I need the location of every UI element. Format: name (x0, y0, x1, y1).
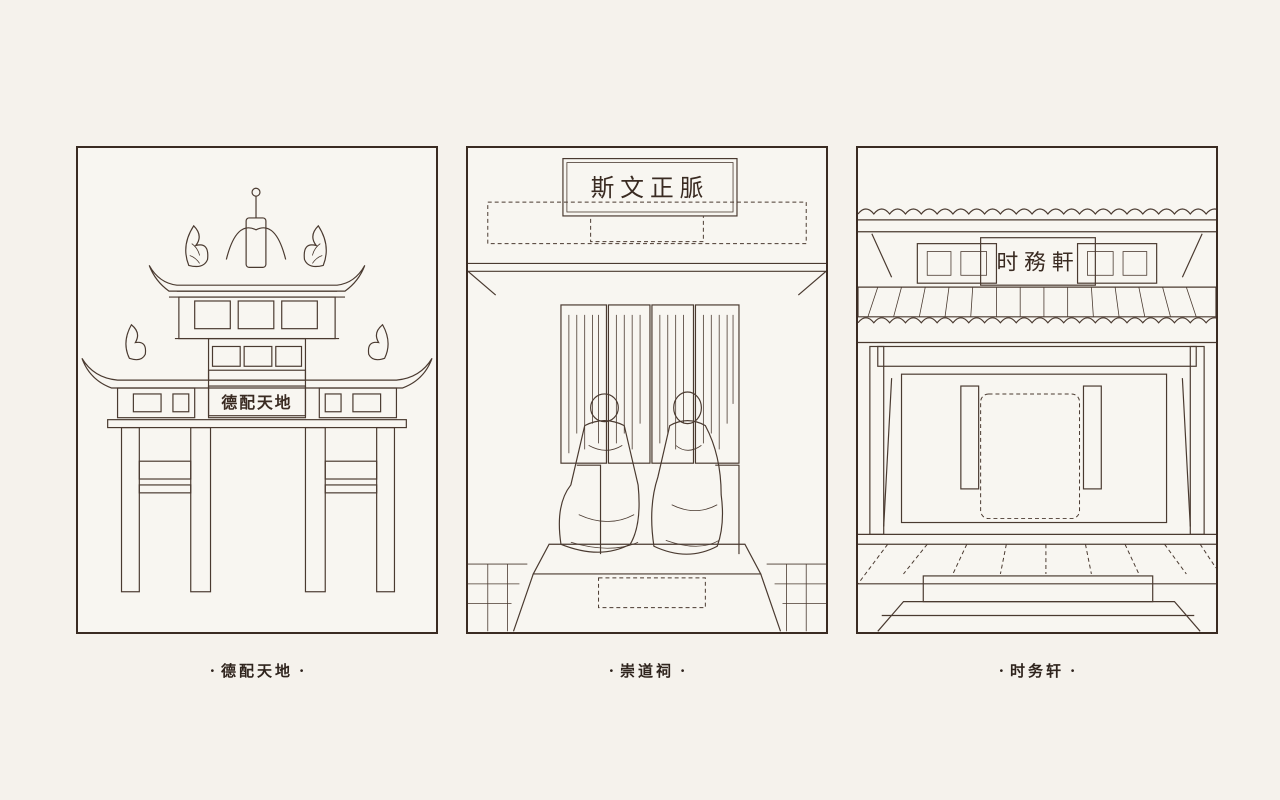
caption-pavilion: · 时务轩 · (856, 660, 1218, 681)
caption-dot: · (1070, 662, 1076, 680)
memorial-archway-illustration: 德配天地 (81, 187, 433, 593)
pavilion-hall-illustration: 时務軒 (858, 208, 1216, 632)
caption-dot: · (680, 662, 686, 680)
caption-dot: · (998, 662, 1004, 680)
archway-plaque-text: 德配天地 (221, 393, 292, 412)
shrine-plaque-text: 斯文正脈 (591, 174, 710, 202)
caption-shrine: · 崇道祠 · (466, 660, 828, 681)
caption-dot: · (299, 662, 305, 680)
caption-dot: · (608, 662, 614, 680)
pavilion-plaque-text: 时務軒 (996, 250, 1079, 275)
caption-2-text: 崇道祠 (619, 662, 674, 680)
shrine-hall-statues-illustration: 斯文正脈 (468, 157, 826, 632)
caption-1-text: 德配天地 (220, 662, 293, 680)
caption-dot: · (209, 662, 215, 680)
caption-3-text: 时务轩 (1009, 662, 1064, 680)
illustration-pavilion: 时務軒 (856, 146, 1218, 634)
illustration-shrine: 斯文正脈 (466, 146, 828, 634)
illustration-archway: 德配天地 (76, 146, 438, 634)
caption-archway: · 德配天地 · (76, 660, 438, 681)
